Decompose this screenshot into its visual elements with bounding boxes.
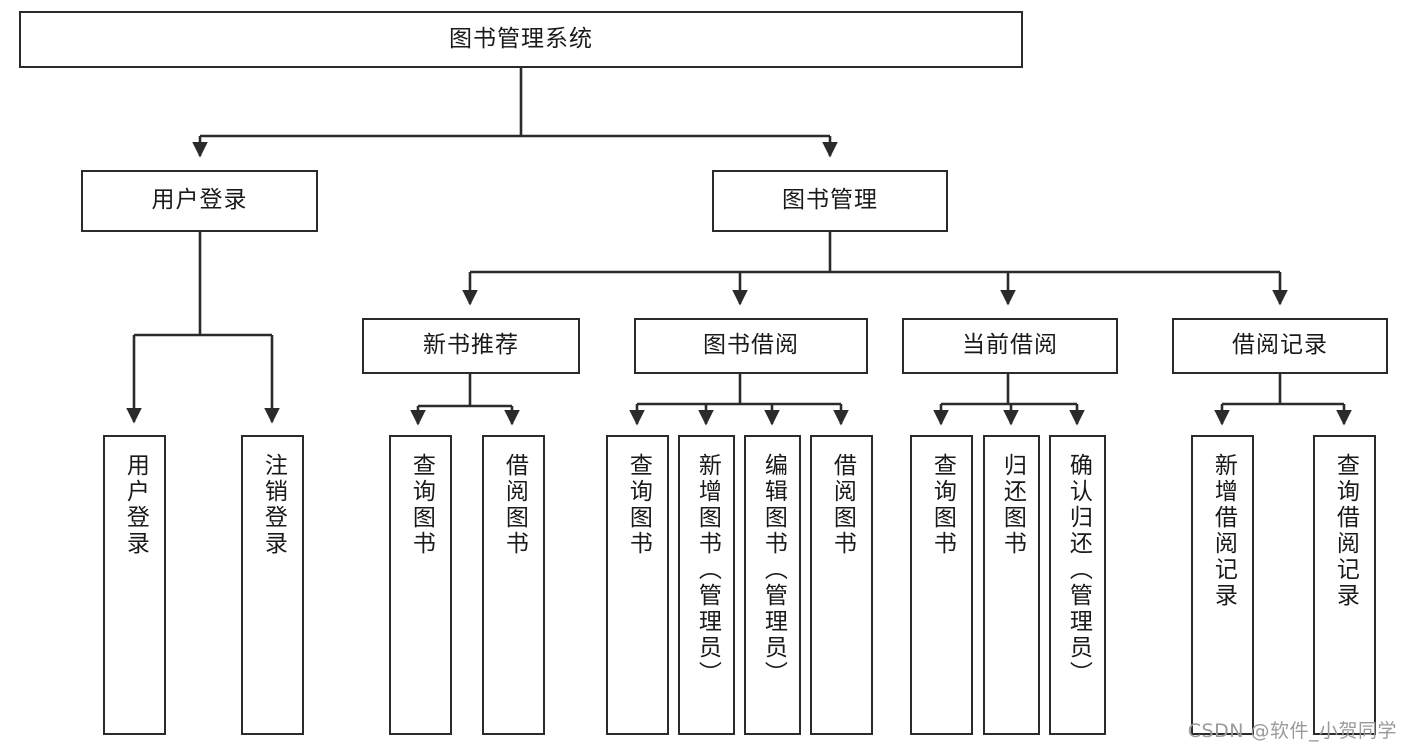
node-leaf-borrow-book-label: 借阅图书 [829,453,856,557]
node-leaf-query-book-borrow[interactable]: 查询图书 [606,435,669,735]
node-new-book-recommend-label: 新书推荐 [423,332,519,359]
node-current-borrow[interactable]: 当前借阅 [902,318,1118,374]
node-book-manage[interactable]: 图书管理 [712,170,948,232]
node-borrow-record[interactable]: 借阅记录 [1172,318,1388,374]
node-leaf-borrow-book-rec-label: 借阅图书 [501,453,528,557]
node-leaf-edit-book-label: 编辑图书（管理员） [760,453,787,687]
node-leaf-query-book-borrow-label: 查询图书 [625,453,652,557]
node-new-book-recommend[interactable]: 新书推荐 [362,318,580,374]
node-book-manage-label: 图书管理 [782,187,878,214]
node-leaf-confirm-return-label: 确认归还（管理员） [1065,453,1092,687]
node-leaf-confirm-return[interactable]: 确认归还（管理员） [1049,435,1106,735]
node-leaf-logout-label: 注销登录 [260,453,287,557]
node-leaf-query-record-label: 查询借阅记录 [1332,453,1359,609]
node-current-borrow-label: 当前借阅 [962,332,1058,359]
node-leaf-query-book-rec[interactable]: 查询图书 [389,435,452,735]
node-book-borrow[interactable]: 图书借阅 [634,318,868,374]
node-leaf-add-book[interactable]: 新增图书（管理员） [678,435,735,735]
node-leaf-query-record[interactable]: 查询借阅记录 [1313,435,1376,735]
node-leaf-query-book-rec-label: 查询图书 [408,453,435,557]
node-leaf-add-record[interactable]: 新增借阅记录 [1191,435,1254,735]
node-leaf-user-login-label: 用户登录 [122,453,149,557]
node-leaf-return-book[interactable]: 归还图书 [983,435,1040,735]
node-root[interactable]: 图书管理系统 [19,11,1023,68]
node-user-login[interactable]: 用户登录 [81,170,318,232]
node-leaf-borrow-book-rec[interactable]: 借阅图书 [482,435,545,735]
node-user-login-label: 用户登录 [151,187,248,214]
node-book-borrow-label: 图书借阅 [703,332,799,359]
node-leaf-add-book-label: 新增图书（管理员） [694,453,721,687]
node-leaf-user-login[interactable]: 用户登录 [103,435,166,735]
node-leaf-edit-book[interactable]: 编辑图书（管理员） [744,435,801,735]
node-leaf-query-book-cur[interactable]: 查询图书 [910,435,973,735]
node-leaf-add-record-label: 新增借阅记录 [1210,453,1237,609]
node-leaf-query-book-cur-label: 查询图书 [929,453,956,557]
node-leaf-borrow-book[interactable]: 借阅图书 [810,435,873,735]
node-leaf-logout[interactable]: 注销登录 [241,435,304,735]
node-borrow-record-label: 借阅记录 [1232,332,1328,359]
watermark: CSDN @软件_小贺同学 [1187,720,1397,742]
node-root-label: 图书管理系统 [449,25,593,52]
node-leaf-return-book-label: 归还图书 [999,453,1026,557]
